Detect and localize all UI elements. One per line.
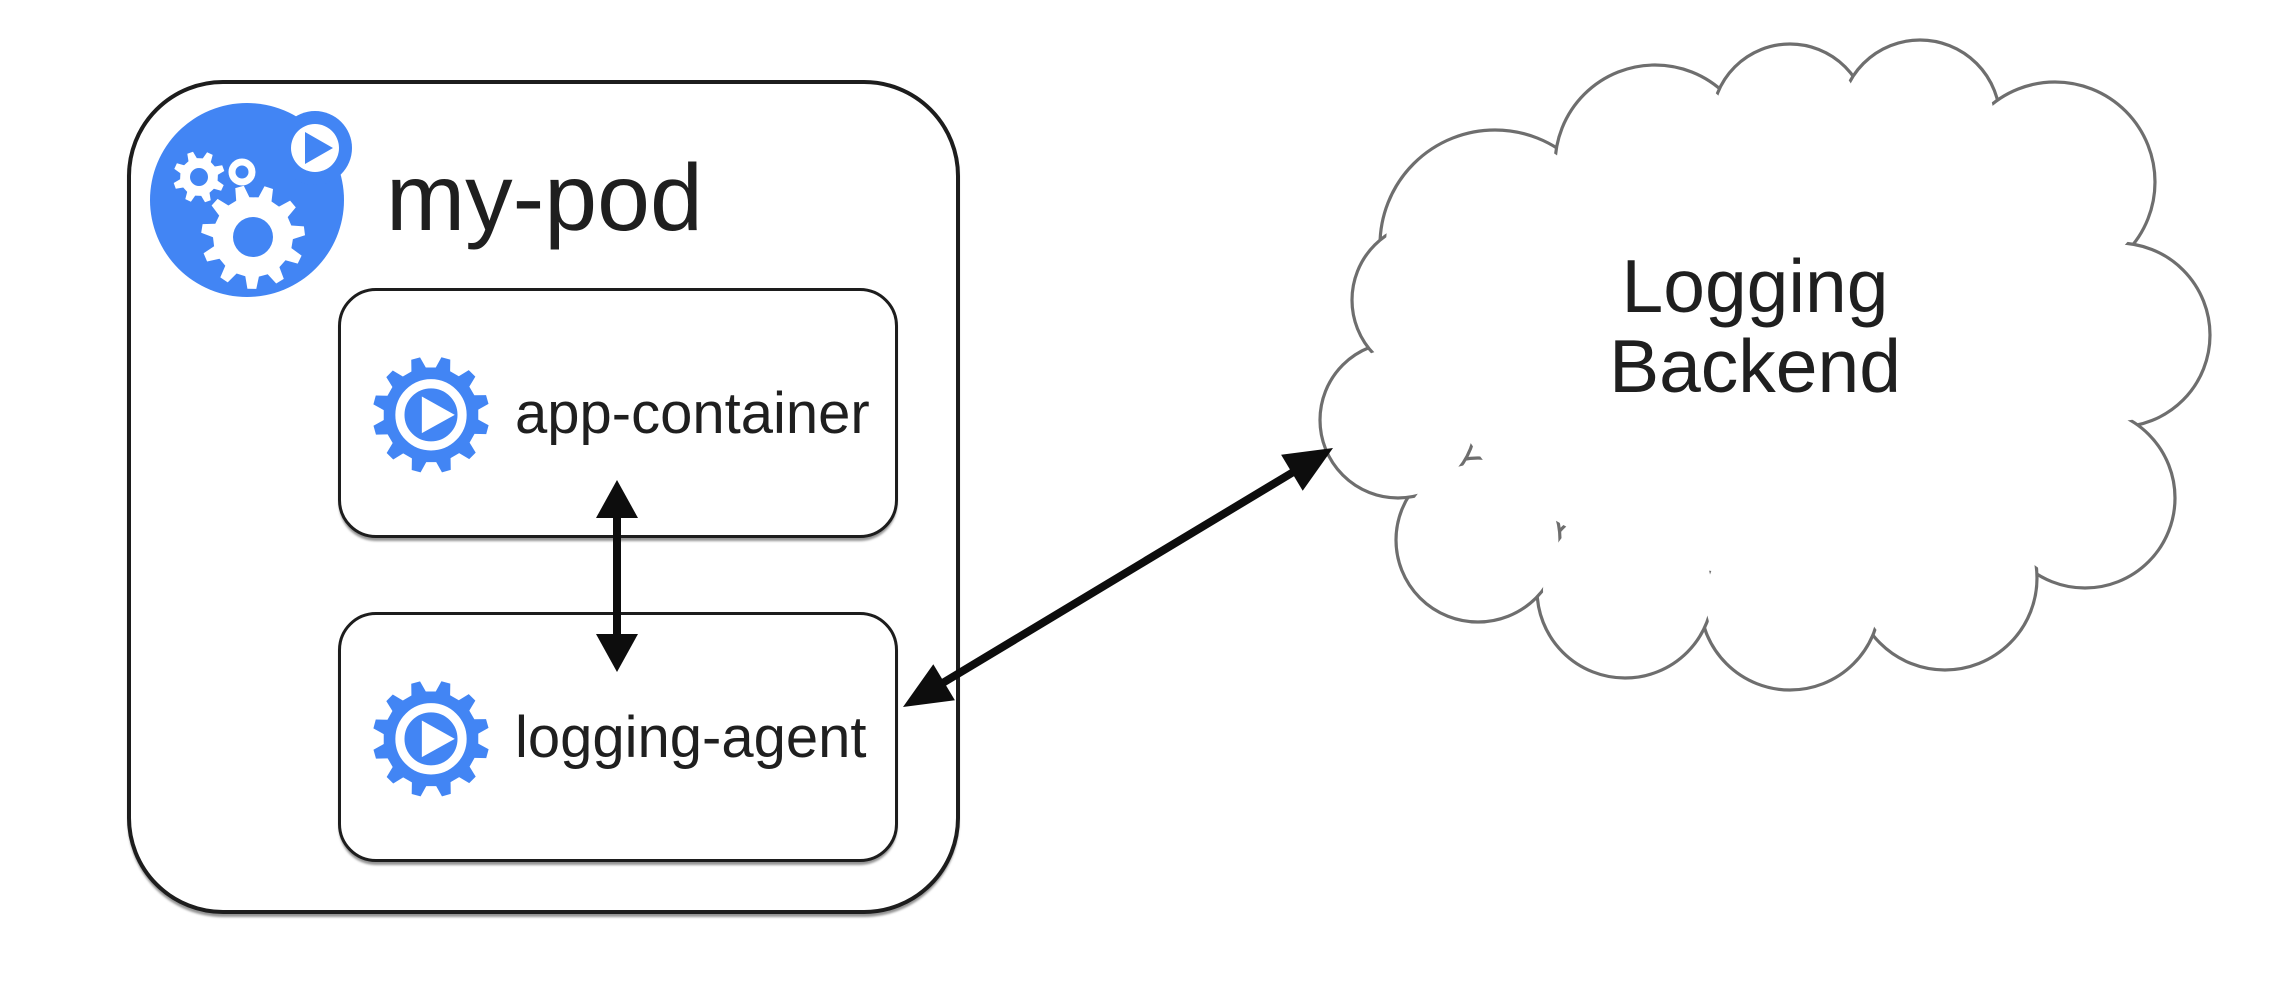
arrow-cloud-head — [1281, 448, 1333, 491]
pod-gears-icon — [150, 103, 352, 297]
pod-icon-small-gear — [173, 151, 225, 203]
container-play-triangle — [421, 720, 455, 758]
arrow-logging-to-backend — [903, 448, 1333, 707]
pod-icon-play-triangle — [305, 132, 333, 164]
pod-title: my-pod — [386, 145, 703, 251]
logging-agent-label: logging-agent — [515, 704, 867, 770]
container-gear-ring — [395, 379, 467, 451]
cloud-label-line1: Logging — [1621, 244, 1889, 328]
pod-icon-dot-ring — [228, 158, 256, 186]
logging-agent-box: logging-agent — [338, 612, 898, 862]
container-gear-play-icon — [373, 681, 489, 797]
app-container-box: app-container — [338, 288, 898, 538]
app-container-label: app-container — [515, 380, 870, 446]
container-gear-ring — [395, 703, 467, 775]
pod-icon-large-gear — [201, 185, 305, 289]
cloud-label: Logging Backend — [1495, 246, 2015, 406]
cloud-label-line2: Backend — [1609, 324, 1901, 408]
container-gear-play-icon — [373, 357, 489, 473]
container-play-triangle — [421, 396, 455, 434]
